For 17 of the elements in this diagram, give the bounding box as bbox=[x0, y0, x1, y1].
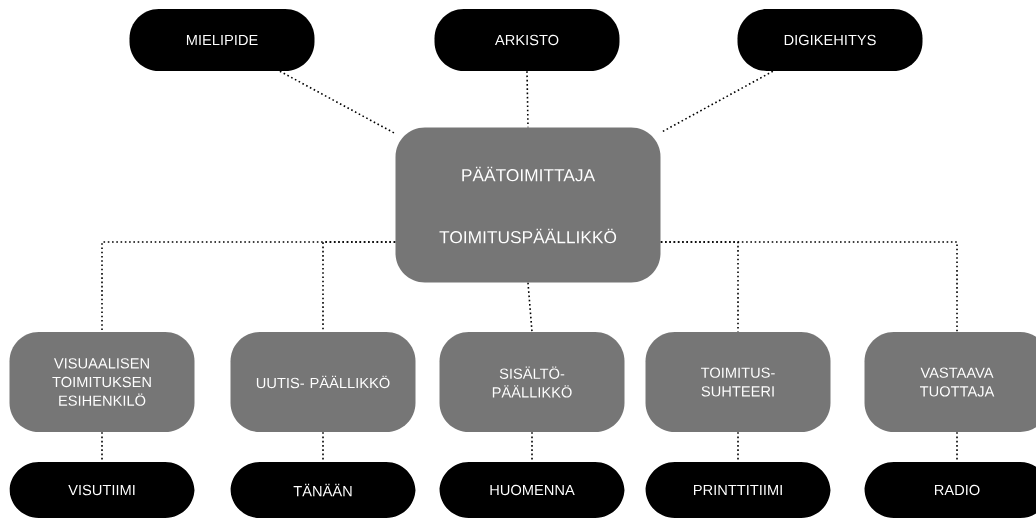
team-box: HUOMENNA bbox=[439, 462, 625, 518]
role-box: VASTAAVA TUOTTAJA bbox=[864, 332, 1036, 432]
role-box: SISÄLTÖ- PÄÄLLIKKÖ bbox=[439, 332, 625, 432]
team-box: TÄNÄÄN bbox=[230, 462, 416, 518]
role-box: VISUAALISEN TOIMITUKSEN ESIHENKILÖ bbox=[9, 332, 195, 432]
role-box: UUTIS- PÄÄLLIKKÖ bbox=[230, 332, 416, 432]
connector-line bbox=[659, 241, 958, 333]
connector-line bbox=[527, 281, 533, 333]
team-box: PRINTTITIIMI bbox=[645, 462, 831, 518]
team-box: DIGIKEHITYS bbox=[737, 9, 923, 71]
team-box: RADIO bbox=[864, 462, 1036, 518]
team-box: ARKISTO bbox=[434, 9, 620, 71]
team-box: VISUTIIMI bbox=[9, 462, 195, 518]
role-box: PÄÄTOIMITTAJA TOIMITUSPÄÄLLIKKÖ bbox=[395, 127, 661, 283]
role-box: TOIMITUS- SUHTEERI bbox=[645, 332, 831, 432]
team-box: MIELIPIDE bbox=[129, 9, 315, 71]
connector-line bbox=[279, 70, 397, 135]
